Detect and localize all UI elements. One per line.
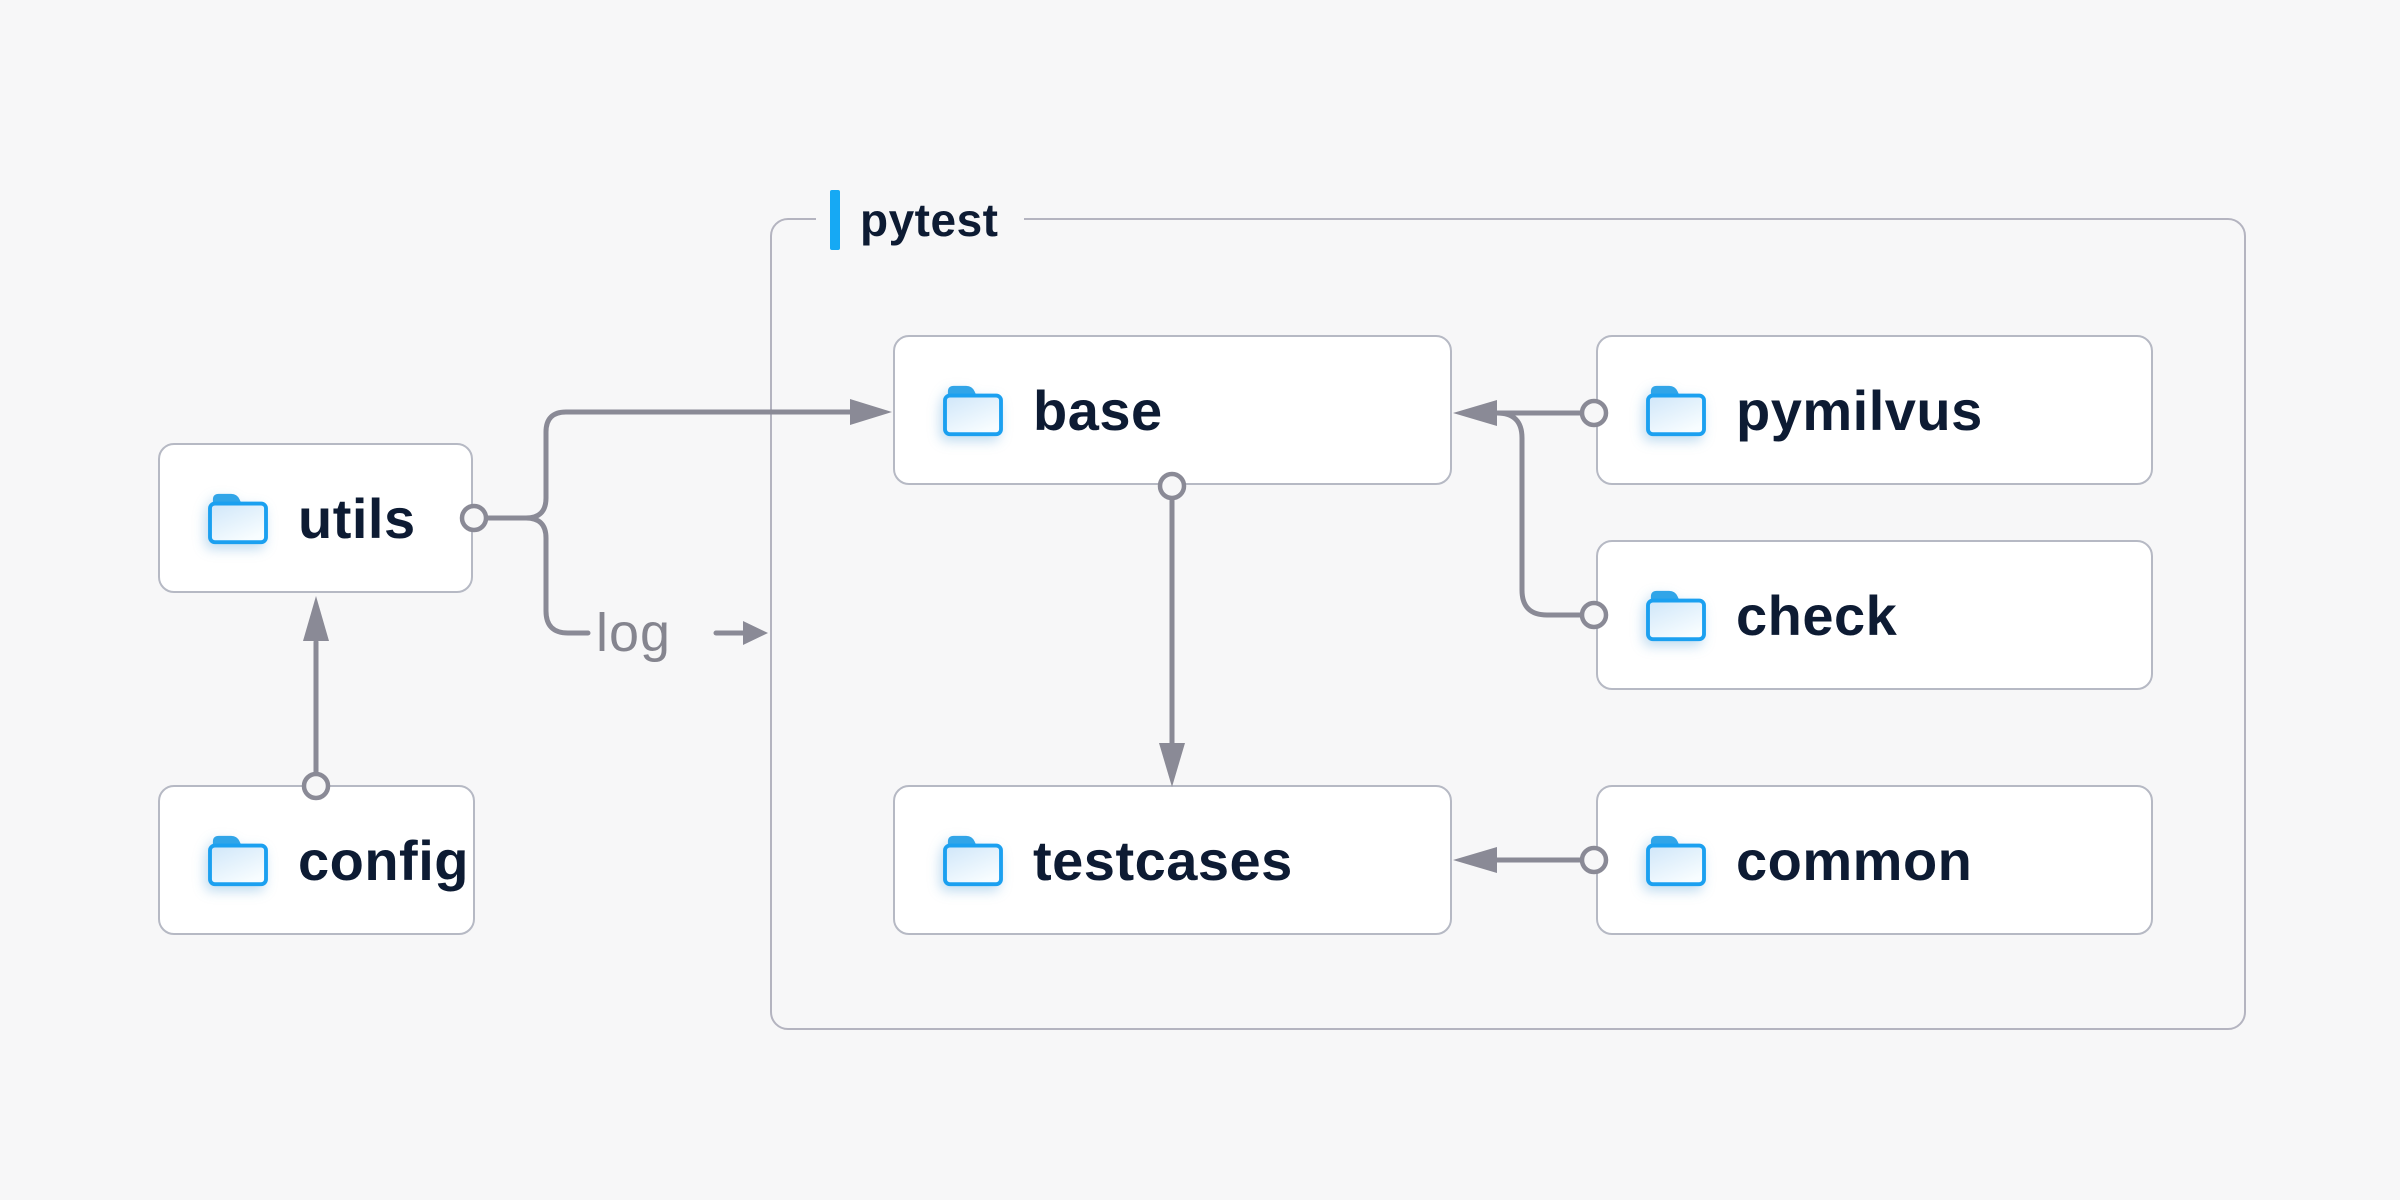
pytest-accent-bar: [830, 190, 840, 250]
node-label: config: [298, 828, 469, 892]
pytest-group-title: pytest: [860, 194, 999, 246]
node-label: check: [1736, 583, 1898, 647]
node-check: check: [1596, 540, 2153, 690]
pytest-group-label: pytest: [816, 189, 1025, 251]
pytest-group-container: pytest: [770, 189, 2246, 1030]
node-label: common: [1736, 828, 1973, 892]
folder-icon: [1644, 587, 1708, 643]
folder-icon: [1644, 832, 1708, 888]
node-label: testcases: [1033, 828, 1293, 892]
node-config: config: [158, 785, 475, 935]
folder-icon: [941, 382, 1005, 438]
folder-icon: [941, 832, 1005, 888]
node-label: utils: [298, 486, 416, 550]
node-utils: utils: [158, 443, 473, 593]
node-common: common: [1596, 785, 2153, 935]
folder-icon: [206, 832, 270, 888]
folder-icon: [206, 490, 270, 546]
node-pymilvus: pymilvus: [1596, 335, 2153, 485]
edge-config-utils: [301, 596, 331, 801]
node-label: base: [1033, 378, 1163, 442]
node-base: base: [893, 335, 1452, 485]
edge-label-log: log: [596, 603, 672, 663]
node-label: pymilvus: [1736, 378, 1983, 442]
node-testcases: testcases: [893, 785, 1452, 935]
folder-icon: [1644, 382, 1708, 438]
